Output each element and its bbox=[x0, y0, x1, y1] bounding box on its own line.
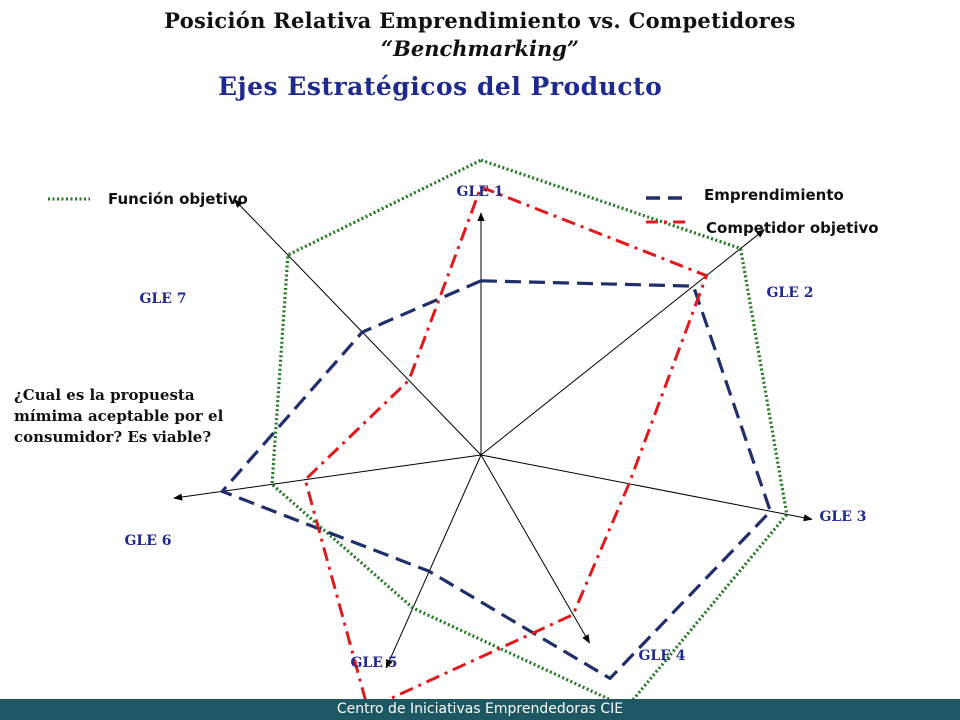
series-funcion-objetivo bbox=[270, 158, 789, 700]
axis-label-gle-6: GLE 6 bbox=[124, 533, 171, 549]
axis-label-gle-2: GLE 2 bbox=[766, 285, 813, 301]
series-competidor-objetivo bbox=[303, 185, 708, 700]
axis-label-gle-3: GLE 3 bbox=[819, 509, 866, 525]
chart-title-line2: “Benchmarking” bbox=[381, 36, 579, 61]
legend-label-emprendimiento: Emprendimiento bbox=[704, 186, 844, 204]
axis-gle-2 bbox=[480, 229, 766, 456]
chart-title-line1: Posición Relativa Emprendimiento vs. Com… bbox=[164, 8, 796, 33]
legend-label-funcion-objetivo: Función objetivo bbox=[108, 190, 248, 208]
axis-label-gle-4: GLE 4 bbox=[638, 648, 685, 664]
series-emprendimiento bbox=[220, 279, 773, 681]
radar-chart: GLE 1 GLE 2 GLE 3 GLE 4 GLE 5 GLE 6 GLE 7 Func… bbox=[48, 158, 879, 700]
consumer-question-note: ¿Cual es la propuesta mímima aceptable p… bbox=[14, 386, 224, 446]
axis-gle-6 bbox=[173, 454, 482, 501]
axis-gle-4 bbox=[480, 454, 590, 644]
legend-label-competidor-objetivo: Competidor objetivo bbox=[706, 219, 879, 237]
axis-label-gle-1: GLE 1 bbox=[456, 184, 503, 200]
axis-gle-7 bbox=[233, 198, 482, 456]
axis-gle-3 bbox=[480, 454, 813, 522]
axis-gle-5 bbox=[385, 454, 482, 669]
axis-label-gle-7: GLE 7 bbox=[139, 291, 186, 307]
footer-bar: Centro de Iniciativas Emprendedoras CIE bbox=[0, 699, 960, 720]
legend: Función objetivo Emprendimiento Competid… bbox=[48, 186, 879, 237]
chart-subtitle: Ejes Estratégicos del Producto bbox=[218, 72, 663, 101]
footer-text: Centro de Iniciativas Emprendedoras CIE bbox=[336, 701, 624, 717]
axis-label-gle-5: GLE 5 bbox=[350, 655, 397, 671]
